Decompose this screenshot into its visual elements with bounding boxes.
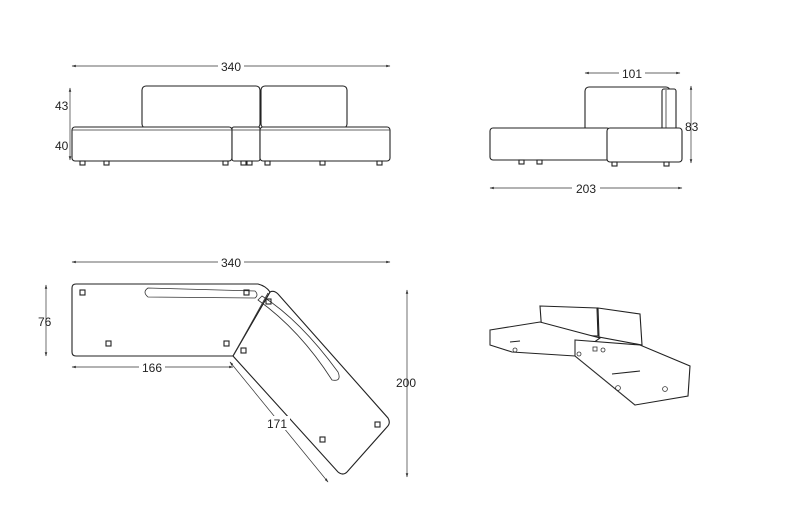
isometric-view — [489, 305, 691, 406]
side-seat-base-right — [606, 127, 683, 163]
side-depth-bottom-label: 203 — [576, 182, 596, 196]
plan-left-section — [71, 283, 271, 357]
plan-inner-length-label: 166 — [142, 361, 162, 375]
plan-angled-section — [232, 290, 390, 475]
side-feet — [518, 159, 670, 167]
seat-base-left — [71, 126, 233, 162]
back-height-label: 43 — [55, 99, 69, 113]
plan-view: 340 76 166 171 200 — [38, 255, 416, 483]
plan-width-label: 340 — [221, 256, 241, 270]
back-cushion-right — [260, 85, 348, 129]
seat-base-right — [259, 126, 391, 162]
front-width-label: 340 — [221, 60, 241, 74]
iso-right-seat — [574, 339, 691, 406]
seat-height-label: 40 — [55, 139, 69, 153]
seat-base-middle — [231, 126, 261, 162]
side-back-cushion — [584, 86, 671, 132]
front-view: 340 43 40 — [55, 59, 391, 166]
back-cushion-left — [141, 85, 261, 129]
feet — [79, 160, 383, 166]
plan-angled-length-label: 171 — [267, 417, 287, 431]
plan-feet-markers — [79, 289, 381, 443]
side-depth-top-label: 101 — [622, 67, 642, 81]
side-height-label: 83 — [685, 120, 699, 134]
plan-depth-label: 76 — [38, 315, 52, 329]
side-view: 101 83 203 — [489, 66, 699, 196]
plan-overall-depth-label: 200 — [396, 376, 416, 390]
side-seat-base — [489, 127, 611, 161]
